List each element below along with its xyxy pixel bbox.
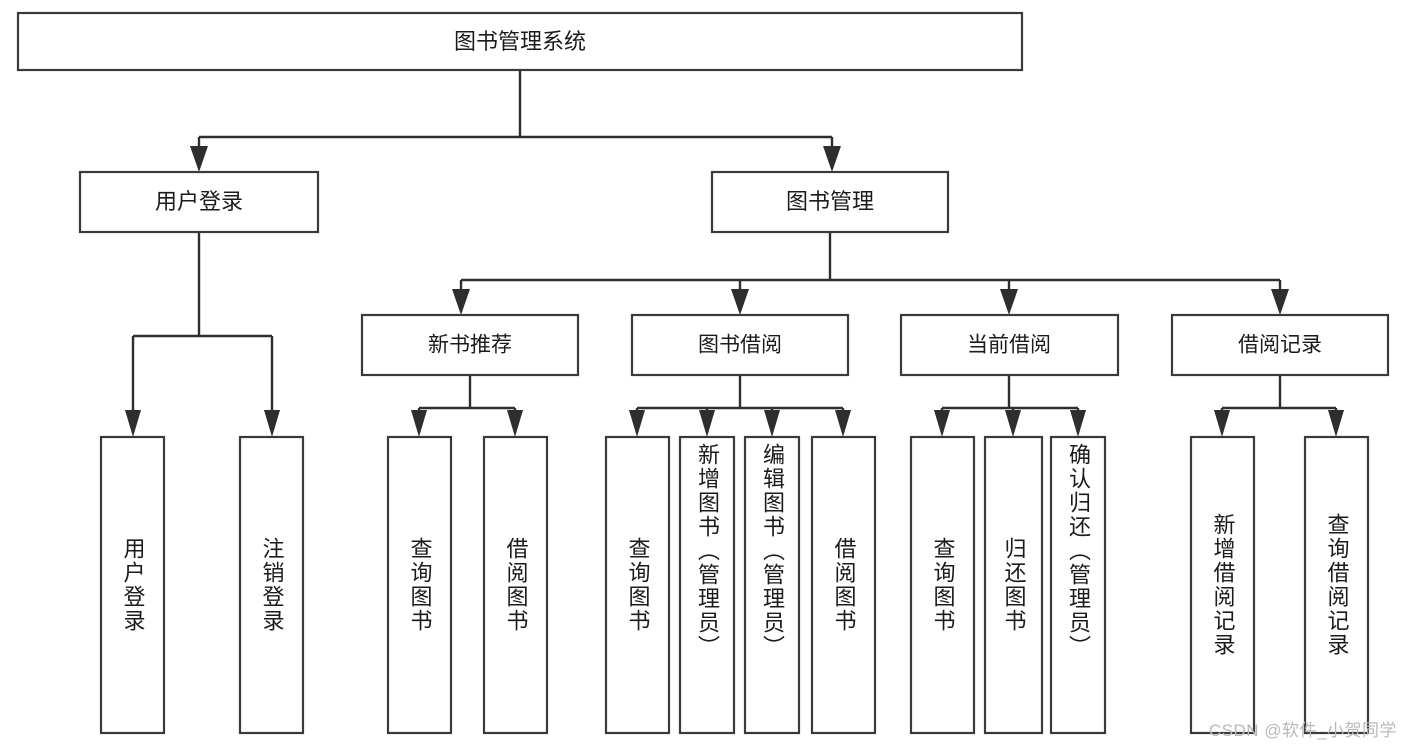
leaf-box-logout[interactable] [238, 435, 305, 735]
node-current-borrow-label: 当前借阅 [967, 334, 1051, 357]
arrow-head-leaf-user-login [125, 410, 141, 437]
node-user-login-label: 用户登录 [155, 189, 243, 214]
node-book-manage-label: 图书管理 [786, 189, 874, 214]
arrow-head-book-borrow [731, 289, 749, 315]
node-current-borrow[interactable]: 当前借阅 [899, 313, 1120, 377]
leaf-box-nbr-borrow-book[interactable] [482, 435, 549, 735]
arrow-head-borrow-record [1271, 289, 1289, 315]
connector-group-root [190, 70, 841, 172]
node-user-login-box[interactable] [78, 170, 320, 234]
arrow-head-bb-query [629, 410, 645, 437]
leaf-box-group [99, 435, 1370, 735]
node-book-manage[interactable]: 图书管理 [710, 170, 950, 234]
arrow-head-cb-query [934, 410, 950, 437]
arrow-head-nbr-borrow [507, 410, 523, 437]
node-borrow-record-box[interactable] [1170, 313, 1390, 377]
connector-group-current-borrow [934, 375, 1086, 437]
connector-group-book-manage [452, 232, 1289, 315]
arrow-head-br-add [1214, 410, 1230, 437]
node-book-manage-box[interactable] [710, 170, 950, 234]
leaf-box-bb-query-book[interactable] [604, 435, 671, 735]
arrow-head-nbr-query [411, 410, 427, 437]
arrow-head-current-borrow [1000, 289, 1018, 315]
leaf-box-user-login[interactable] [99, 435, 166, 735]
arrow-head-cb-confirm [1070, 410, 1086, 437]
arrow-head-new-book-rec [452, 289, 470, 315]
arrow-head-book-manage [823, 146, 841, 172]
leaf-box-cb-confirm-return-admin[interactable] [1049, 435, 1107, 735]
node-book-borrow-box[interactable] [630, 313, 850, 377]
node-book-borrow-label: 图书借阅 [698, 334, 782, 357]
leaf-box-cb-query-book[interactable] [909, 435, 976, 735]
arrow-head-bb-borrow [835, 410, 851, 437]
node-borrow-record-label: 借阅记录 [1238, 334, 1322, 357]
arrow-head-user-login [190, 146, 208, 172]
node-root-system[interactable]: 图书管理系统 [16, 11, 1024, 72]
node-new-book-recommend-label: 新书推荐 [428, 334, 512, 357]
connector-group-borrow-record [1214, 375, 1344, 437]
node-new-book-recommend-box[interactable] [360, 313, 580, 377]
leaf-box-br-add-record[interactable] [1189, 435, 1256, 735]
arrow-head-bb-edit [764, 410, 780, 437]
csdn-watermark: CSDN @软件_小贺同学 [1208, 721, 1397, 740]
leaf-box-bb-edit-book-admin[interactable] [743, 435, 801, 735]
node-borrow-record[interactable]: 借阅记录 [1170, 313, 1390, 377]
connector-group-new-book-rec [411, 375, 523, 437]
leaf-box-bb-borrow-book[interactable] [810, 435, 877, 735]
leaf-box-bb-add-book-admin[interactable] [678, 435, 736, 735]
arrow-head-br-query [1328, 410, 1344, 437]
node-book-borrow[interactable]: 图书借阅 [630, 313, 850, 377]
node-user-login[interactable]: 用户登录 [78, 170, 320, 234]
arrow-head-leaf-logout [264, 410, 280, 437]
arrow-head-cb-return [1005, 410, 1021, 437]
node-root-system-box[interactable] [16, 11, 1024, 72]
connector-group-user-login [125, 232, 280, 437]
leaf-box-nbr-query-book[interactable] [386, 435, 453, 735]
leaf-box-cb-return-book[interactable] [983, 435, 1044, 735]
arrow-head-bb-add [699, 410, 715, 437]
node-new-book-recommend[interactable]: 新书推荐 [360, 313, 580, 377]
node-root-system-label: 图书管理系统 [454, 29, 586, 54]
connector-group-book-borrow [629, 375, 851, 437]
node-current-borrow-box[interactable] [899, 313, 1120, 377]
leaf-box-br-query-record[interactable] [1303, 435, 1370, 735]
